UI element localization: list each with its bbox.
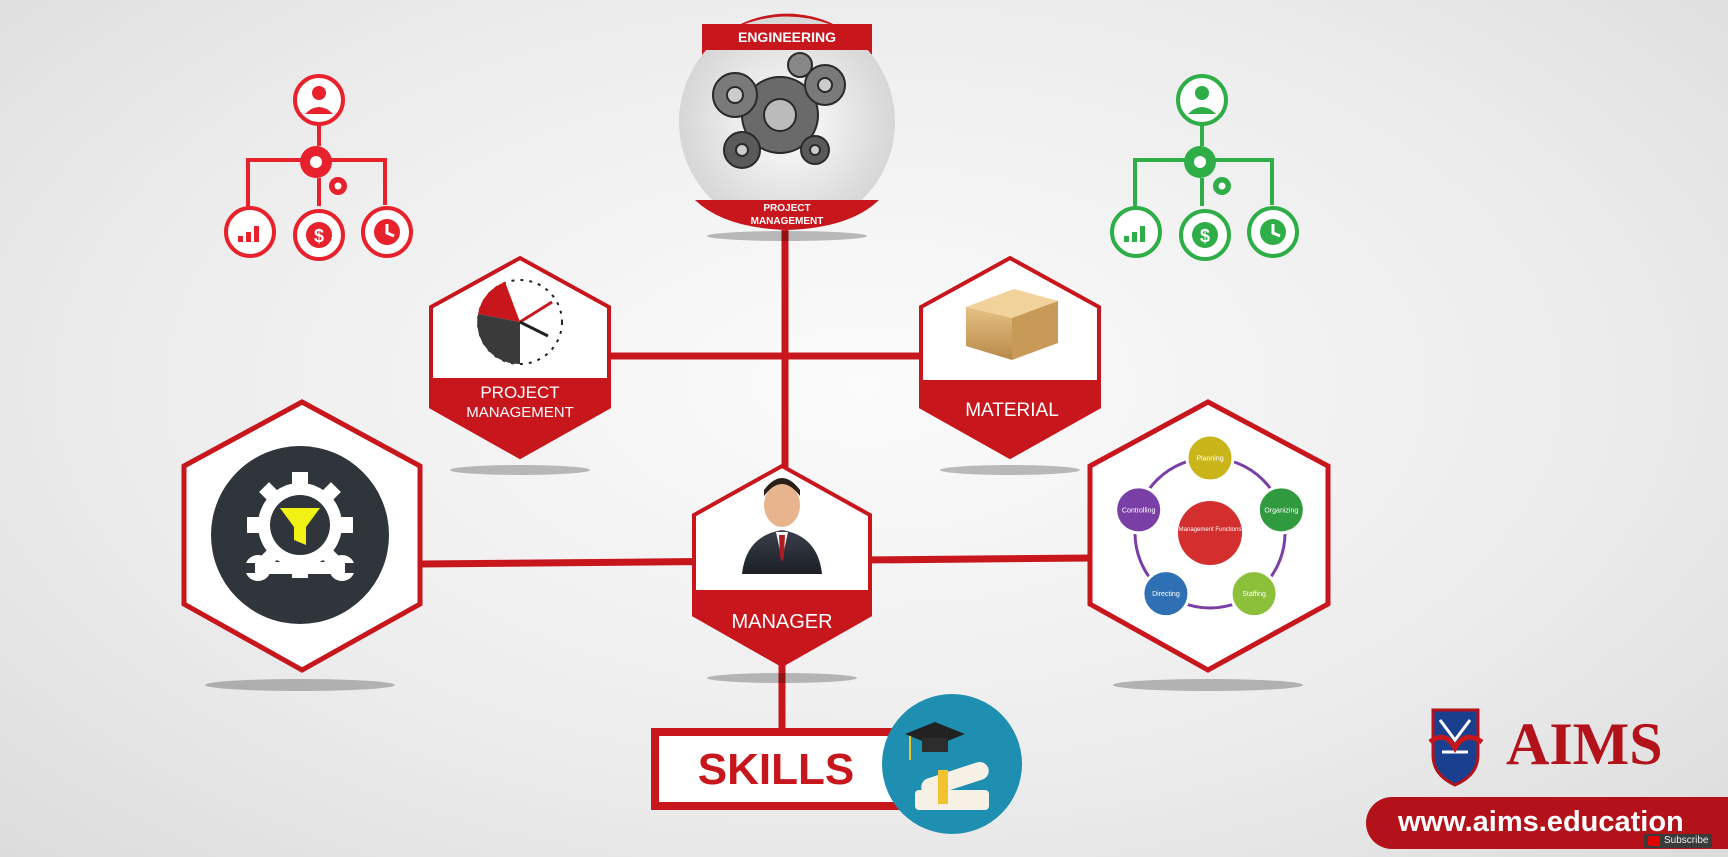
wrench-icon — [245, 555, 355, 581]
functions-center-label: Management Functions — [1179, 527, 1242, 533]
function-node-planning — [1185, 433, 1235, 483]
management-label: MANAGEMENT — [466, 404, 574, 421]
circle-footer-line2: MANAGEMENT — [751, 216, 824, 227]
gear-icon — [1184, 146, 1231, 195]
gear-icon — [300, 146, 347, 195]
hex-tools — [181, 399, 423, 673]
function-node-directing — [1141, 569, 1191, 619]
function-node-staffing — [1229, 569, 1279, 619]
engineering-label: ENGINEERING — [738, 29, 836, 45]
skills-label: SKILLS — [698, 745, 854, 794]
function-label-directing: Directing — [1152, 591, 1180, 598]
graduation-cap-icon — [905, 722, 965, 760]
stopwatch-icon — [477, 279, 563, 365]
function-label-controlling: Controlling — [1122, 507, 1156, 514]
circle-footer-line1: PROJECT — [763, 203, 810, 214]
material-label: MATERIAL — [965, 400, 1059, 421]
dollar-glyph: $ — [1200, 226, 1210, 246]
function-label-organizing: Organizing — [1264, 507, 1298, 514]
subscribe-button[interactable]: Subscribe — [1644, 834, 1713, 848]
function-label-planning: Planning — [1196, 456, 1223, 463]
org-chart-icon-red: $ — [224, 74, 413, 261]
skills-block: SKILLS — [651, 694, 1022, 834]
gears-image — [712, 52, 846, 169]
manager-avatar-icon — [742, 478, 822, 574]
website-url[interactable]: www.aims.education — [1398, 806, 1684, 838]
function-node-controlling — [1114, 485, 1164, 535]
engineering-circle: ENGINEERING PROJECT MANAGEMENT — [679, 13, 895, 230]
functions-center — [1178, 501, 1242, 565]
project-label: PROJECT — [480, 383, 559, 402]
function-label-staffing: Staffing — [1242, 591, 1266, 598]
hex-material: MATERIAL — [919, 255, 1101, 460]
box-icon — [966, 289, 1058, 360]
graduation-icon-circle — [882, 694, 1022, 834]
hex-manager: MANAGER — [692, 463, 872, 668]
hex-shadows — [205, 231, 1303, 691]
org-chart-icon-green: $ — [1110, 74, 1299, 261]
diploma-icon — [915, 761, 989, 810]
manager-label: MANAGER — [731, 611, 832, 633]
aims-logo: AIMS — [1428, 708, 1663, 787]
hex-project-management: PROJECT MANAGEMENT — [429, 255, 611, 460]
hex-management-functions: Management Functions PlanningOrganizingS… — [1087, 399, 1331, 673]
function-node-organizing — [1256, 485, 1306, 535]
dollar-glyph: $ — [314, 226, 324, 246]
aims-wordmark: AIMS — [1506, 711, 1663, 777]
